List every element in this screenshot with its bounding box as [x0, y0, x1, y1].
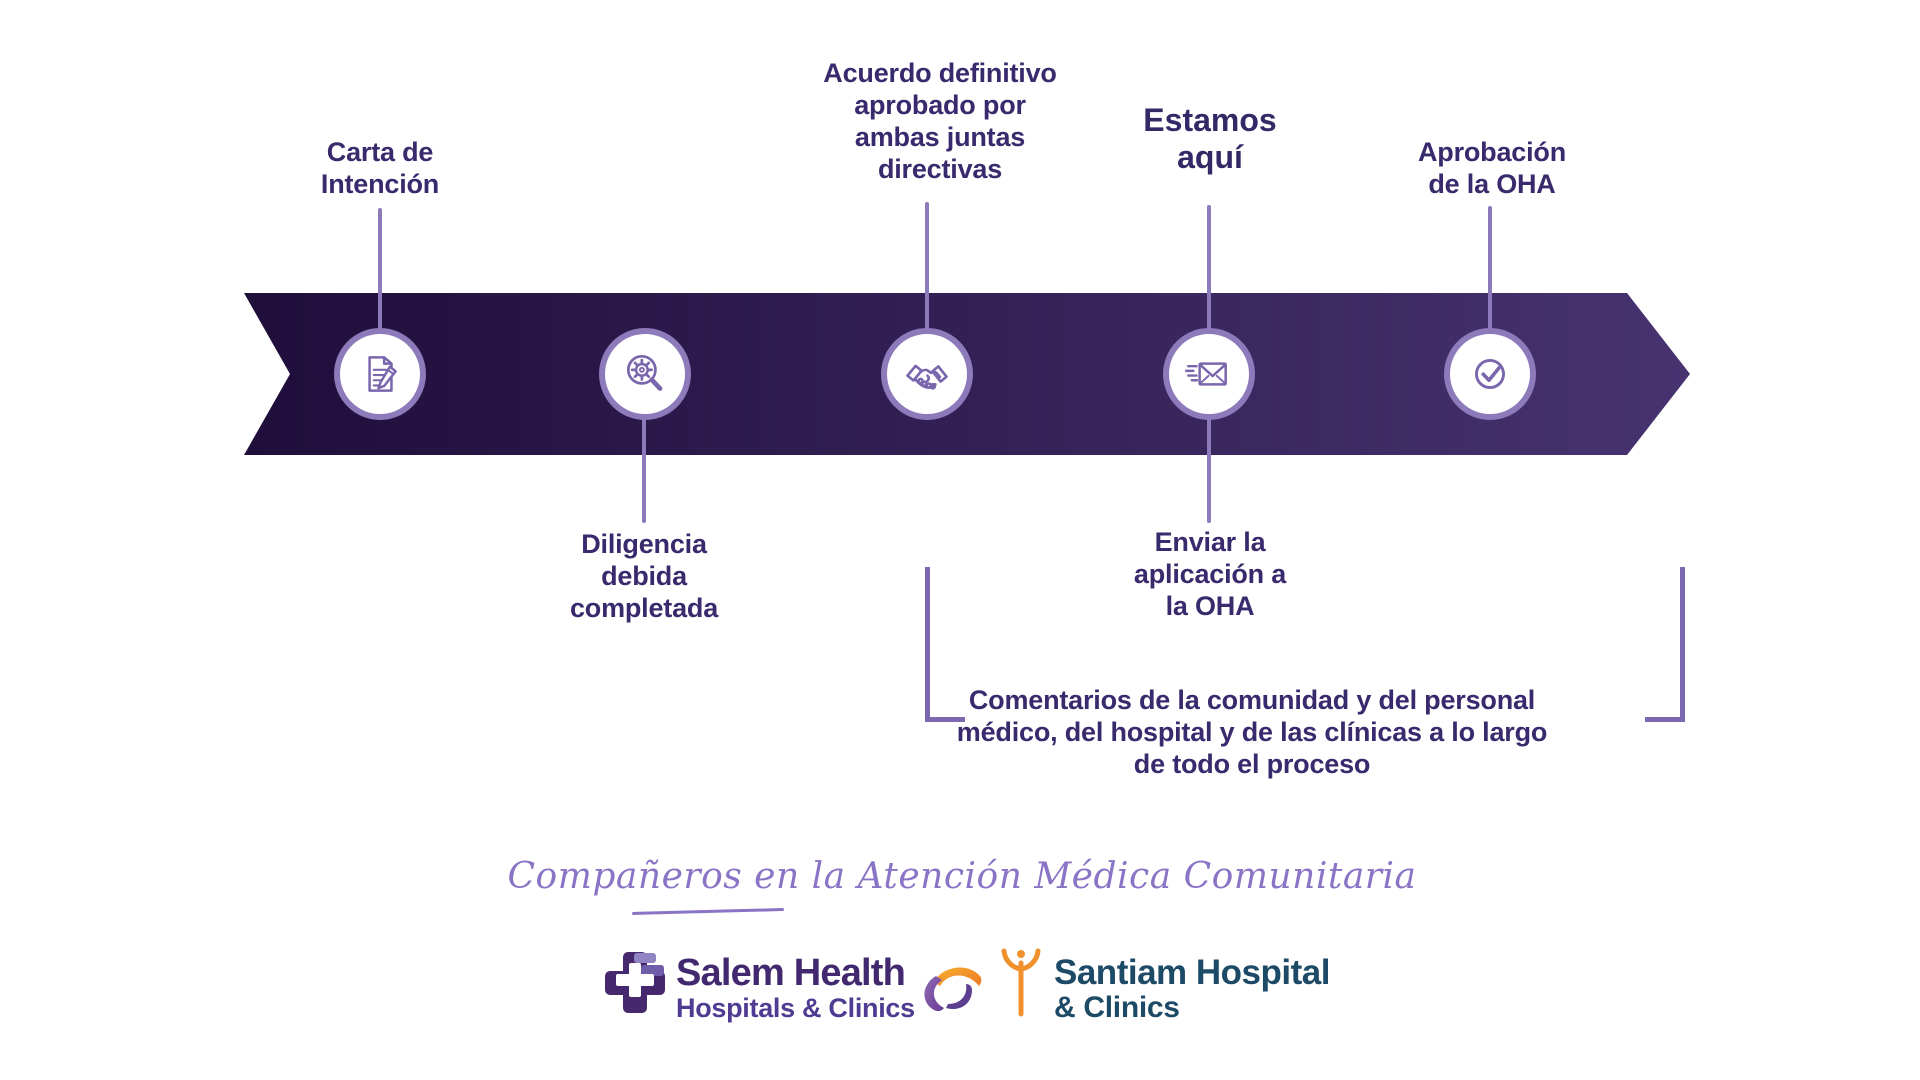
step-circle-enviar: [1163, 328, 1255, 420]
bracket-right: [1645, 567, 1685, 722]
label-estamos-aqui: Estamos aquí: [1143, 102, 1276, 176]
label-line: aprobado por: [854, 90, 1026, 120]
document-pencil-icon: [368, 356, 397, 392]
note-line: Comentarios de la comunidad y del person…: [968, 685, 1536, 715]
label-line: debida: [601, 561, 687, 591]
connector-line-step3: [925, 202, 929, 330]
label-line: de la OHA: [1428, 169, 1556, 199]
salem-health-name: Salem Health: [676, 952, 906, 994]
connector-line-step5: [1488, 206, 1492, 330]
step-circle-aprobacion: [1444, 328, 1536, 420]
bracket-left: [925, 567, 965, 722]
label-line: Acuerdo definitivo: [823, 58, 1057, 88]
label-diligencia-debida: Diligencia debida completada: [570, 528, 718, 624]
partnership-swirl-icon: [924, 967, 982, 1012]
label-aprobacion-oha: Aprobación de la OHA: [1418, 136, 1566, 200]
label-line: completada: [569, 593, 719, 623]
label-line: Diligencia: [581, 529, 707, 559]
handshake-icon: [906, 364, 948, 390]
step-circle-diligencia: [599, 328, 691, 420]
envelope-send-icon: [1184, 362, 1227, 386]
step-circle-carta: [334, 328, 426, 420]
step-circle-acuerdo: [881, 328, 973, 420]
santiam-hospital-subtext: & Clinics: [1054, 991, 1180, 1024]
label-line: Aprobación: [1417, 137, 1567, 167]
partnership-tagline: Compañeros en la Atención Médica Comunit…: [507, 856, 1417, 897]
community-feedback-note: Comentarios de la comunidad y del person…: [956, 684, 1548, 780]
magnifier-gear-icon: [626, 354, 663, 391]
connector-line-step1: [378, 208, 382, 330]
label-carta-de-intencion: Carta de Intención: [321, 136, 439, 200]
label-line: directivas: [877, 154, 1003, 184]
check-circle-icon: [1475, 359, 1505, 389]
label-line: aplicación a: [1133, 559, 1287, 589]
note-line: de todo el proceso: [1133, 749, 1371, 779]
tagline-underline-flourish: [631, 908, 785, 915]
connector-line-step2: [642, 417, 646, 523]
label-line: aquí: [1177, 139, 1243, 175]
label-enviar-aplicacion: Enviar la aplicación a la OHA: [1134, 526, 1286, 622]
santiam-figure-icon: [1001, 948, 1041, 1017]
label-line: Carta de: [326, 137, 434, 167]
connector-line-step4-bottom: [1207, 417, 1211, 523]
santiam-hospital-wordmark: Santiam Hospital & Clinics: [1054, 954, 1330, 1024]
label-line: la OHA: [1165, 591, 1255, 621]
connector-line-step4-top: [1207, 205, 1211, 330]
label-line: Estamos: [1143, 102, 1277, 138]
label-line: ambas juntas: [854, 122, 1026, 152]
label-line: Intención: [320, 169, 440, 199]
note-line: médico, del hospital y de las clínicas a…: [956, 717, 1548, 747]
label-line: Enviar la: [1154, 527, 1266, 557]
santiam-hospital-name: Santiam Hospital: [1054, 953, 1330, 992]
label-acuerdo-definitivo: Acuerdo definitivo aprobado por ambas ju…: [823, 57, 1057, 185]
salem-health-cross-icon: [605, 952, 665, 1013]
salem-health-subtext: Hospitals & Clinics: [676, 993, 915, 1023]
salem-health-wordmark: Salem Health Hospitals & Clinics: [676, 953, 915, 1023]
